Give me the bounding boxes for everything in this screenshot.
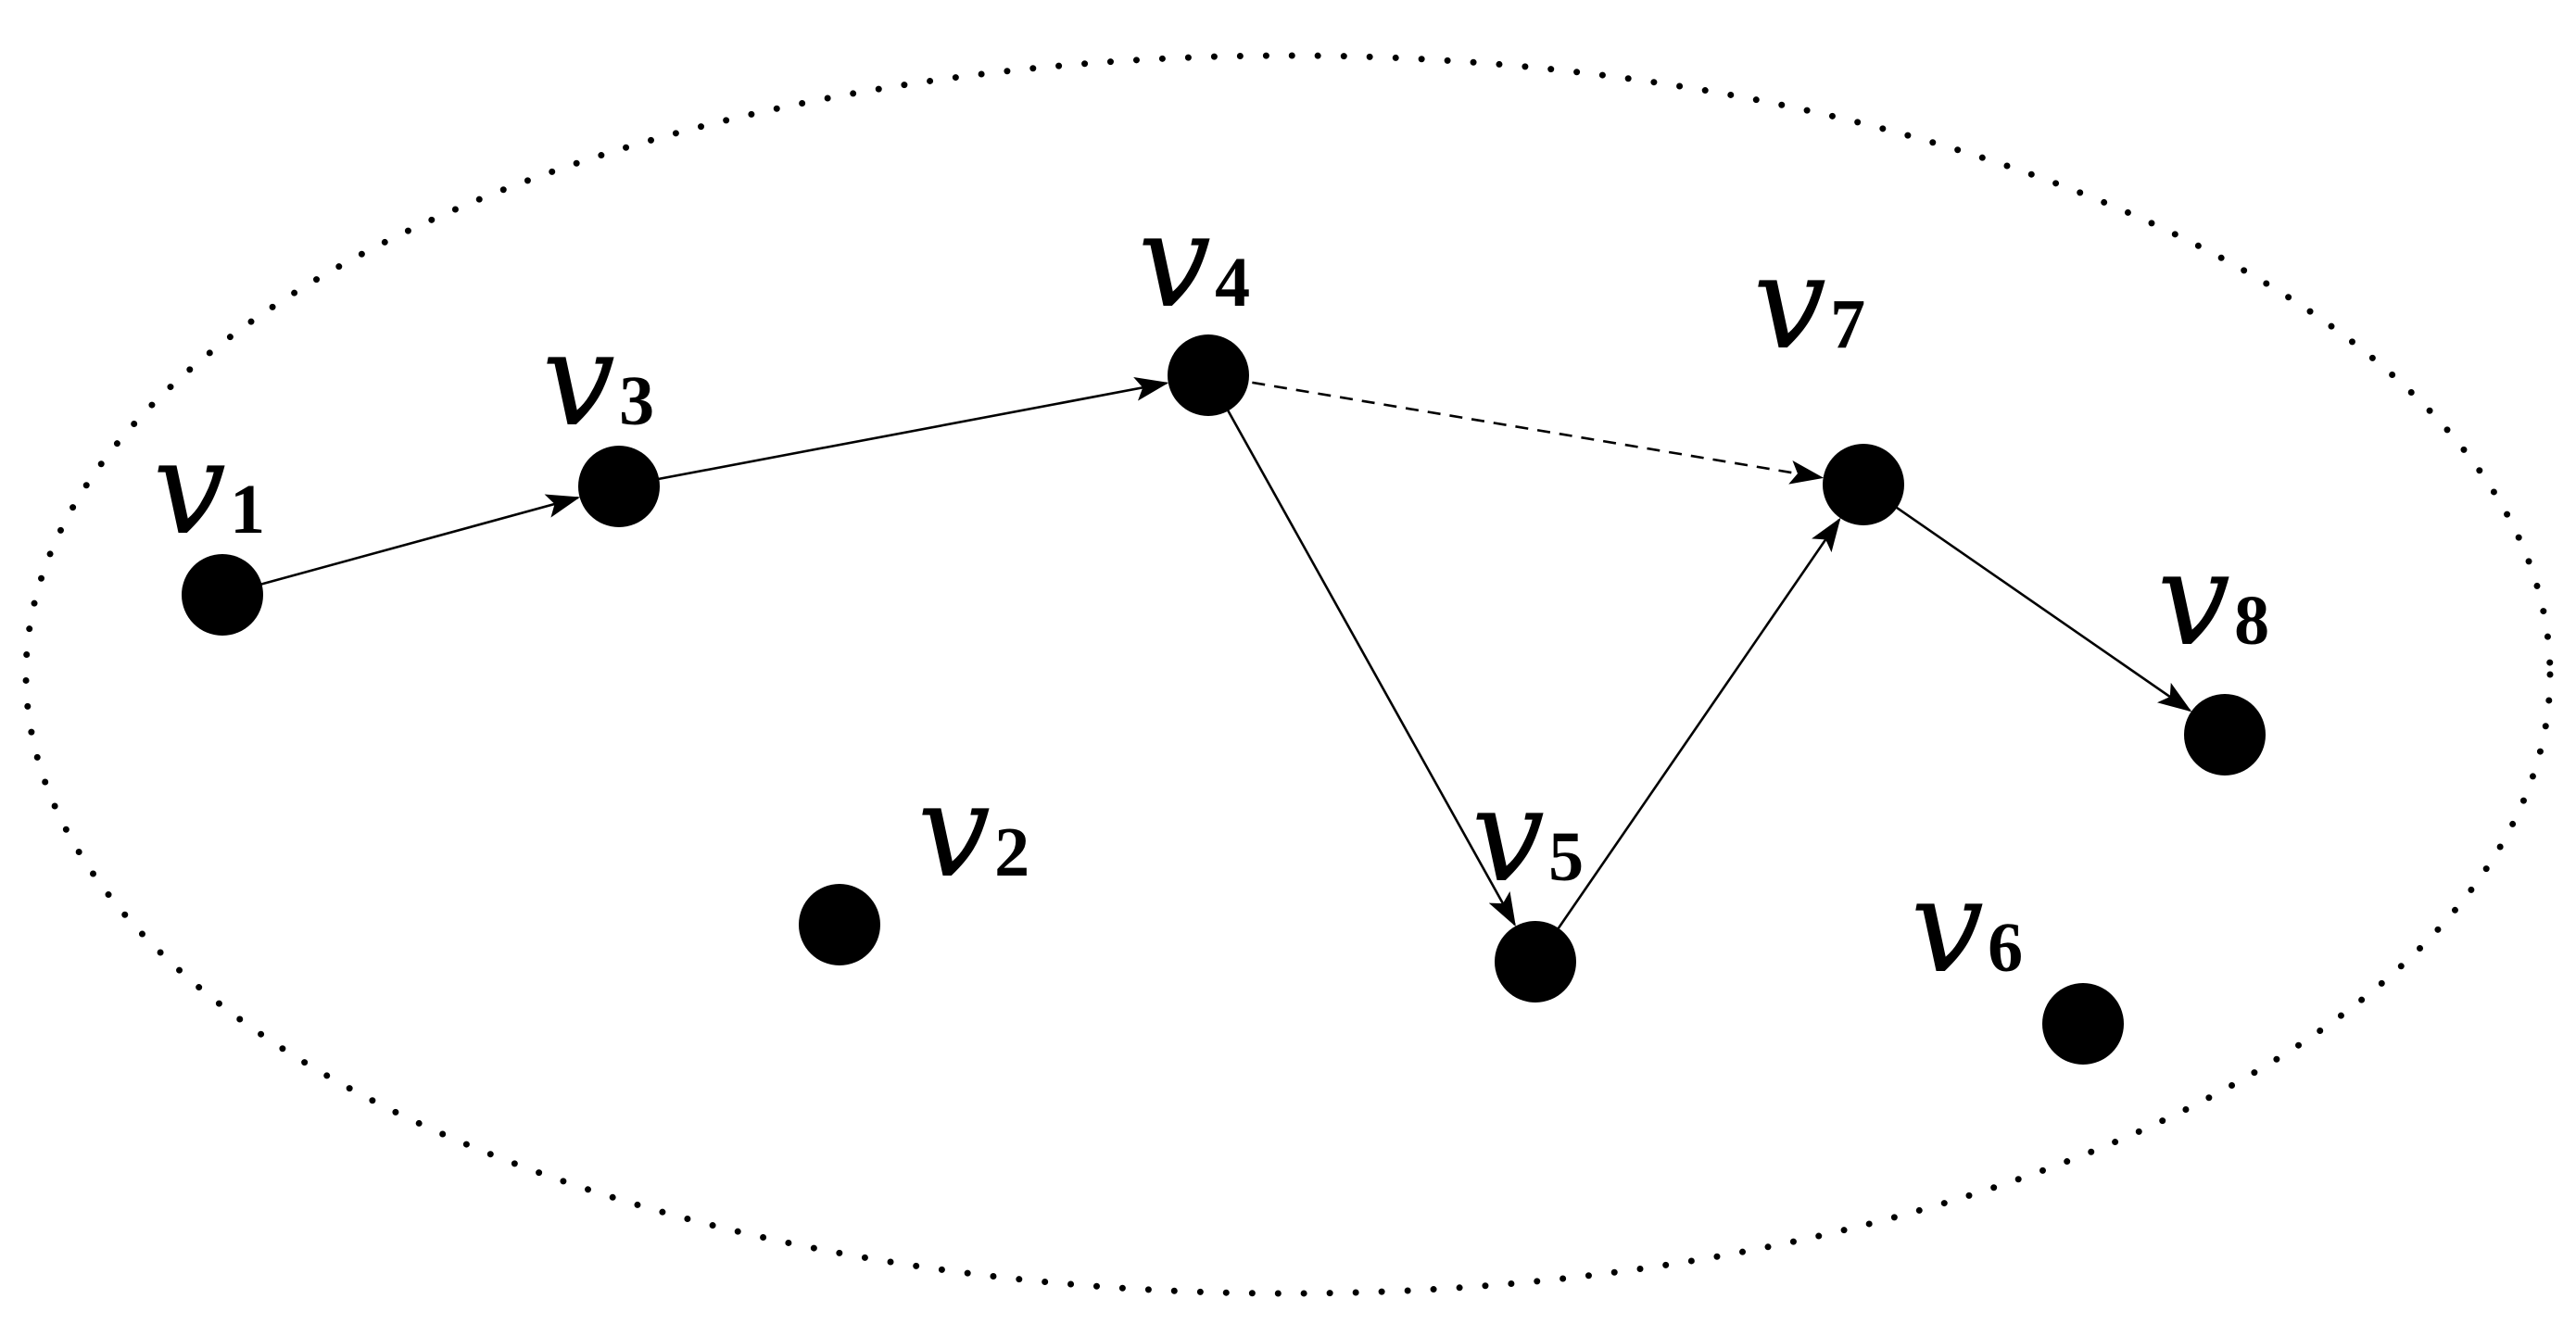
label-v5-letter: v — [1471, 761, 1545, 912]
edge-v5-v7 — [1534, 517, 1841, 963]
label-v2: v2 — [917, 756, 1029, 907]
node-v3 — [578, 446, 660, 527]
node-v8 — [2184, 694, 2266, 775]
edge-v3-v4 — [618, 377, 1169, 488]
node-v1 — [182, 554, 263, 636]
edge-v4-v7 — [1207, 373, 1825, 485]
label-v4-letter: v — [1138, 186, 1211, 337]
label-v6-letter: v — [1911, 851, 1984, 1002]
node-v2 — [799, 884, 880, 965]
label-v6-subscript: 6 — [1988, 909, 2023, 987]
label-v7: v7 — [1753, 228, 1865, 379]
node-v5 — [1495, 921, 1576, 1002]
label-v1-subscript: 1 — [230, 471, 265, 549]
label-v8: v8 — [2157, 524, 2269, 675]
label-v3-subscript: 3 — [619, 362, 654, 440]
node-v4 — [1168, 334, 1249, 416]
label-v5-subscript: 5 — [1548, 818, 1584, 896]
edges-layer — [221, 373, 2192, 963]
label-v7-subscript: 7 — [1830, 285, 1865, 363]
edge-v4-v5 — [1206, 374, 1516, 927]
label-v8-letter: v — [2157, 524, 2230, 675]
boundary-ellipse — [22, 52, 2554, 1297]
label-v3-letter: v — [542, 305, 615, 456]
label-v8-subscript: 8 — [2234, 582, 2269, 660]
label-v4-subscript: 4 — [1215, 244, 1250, 322]
node-v7 — [1823, 444, 1904, 525]
edge-v1-v3 — [221, 494, 581, 597]
edge-v7-v8 — [1863, 483, 2192, 712]
label-v3: v3 — [542, 305, 654, 456]
label-v1-letter: v — [153, 413, 226, 564]
label-v5: v5 — [1471, 761, 1584, 912]
node-v6 — [2042, 983, 2124, 1065]
label-v4: v4 — [1138, 186, 1250, 337]
label-v6: v6 — [1911, 851, 2023, 1002]
label-v2-subscript: 2 — [994, 813, 1029, 891]
label-v2-letter: v — [917, 756, 991, 907]
nodes-layer — [182, 334, 2266, 1065]
label-v1: v1 — [153, 413, 265, 564]
label-v7-letter: v — [1753, 228, 1826, 379]
